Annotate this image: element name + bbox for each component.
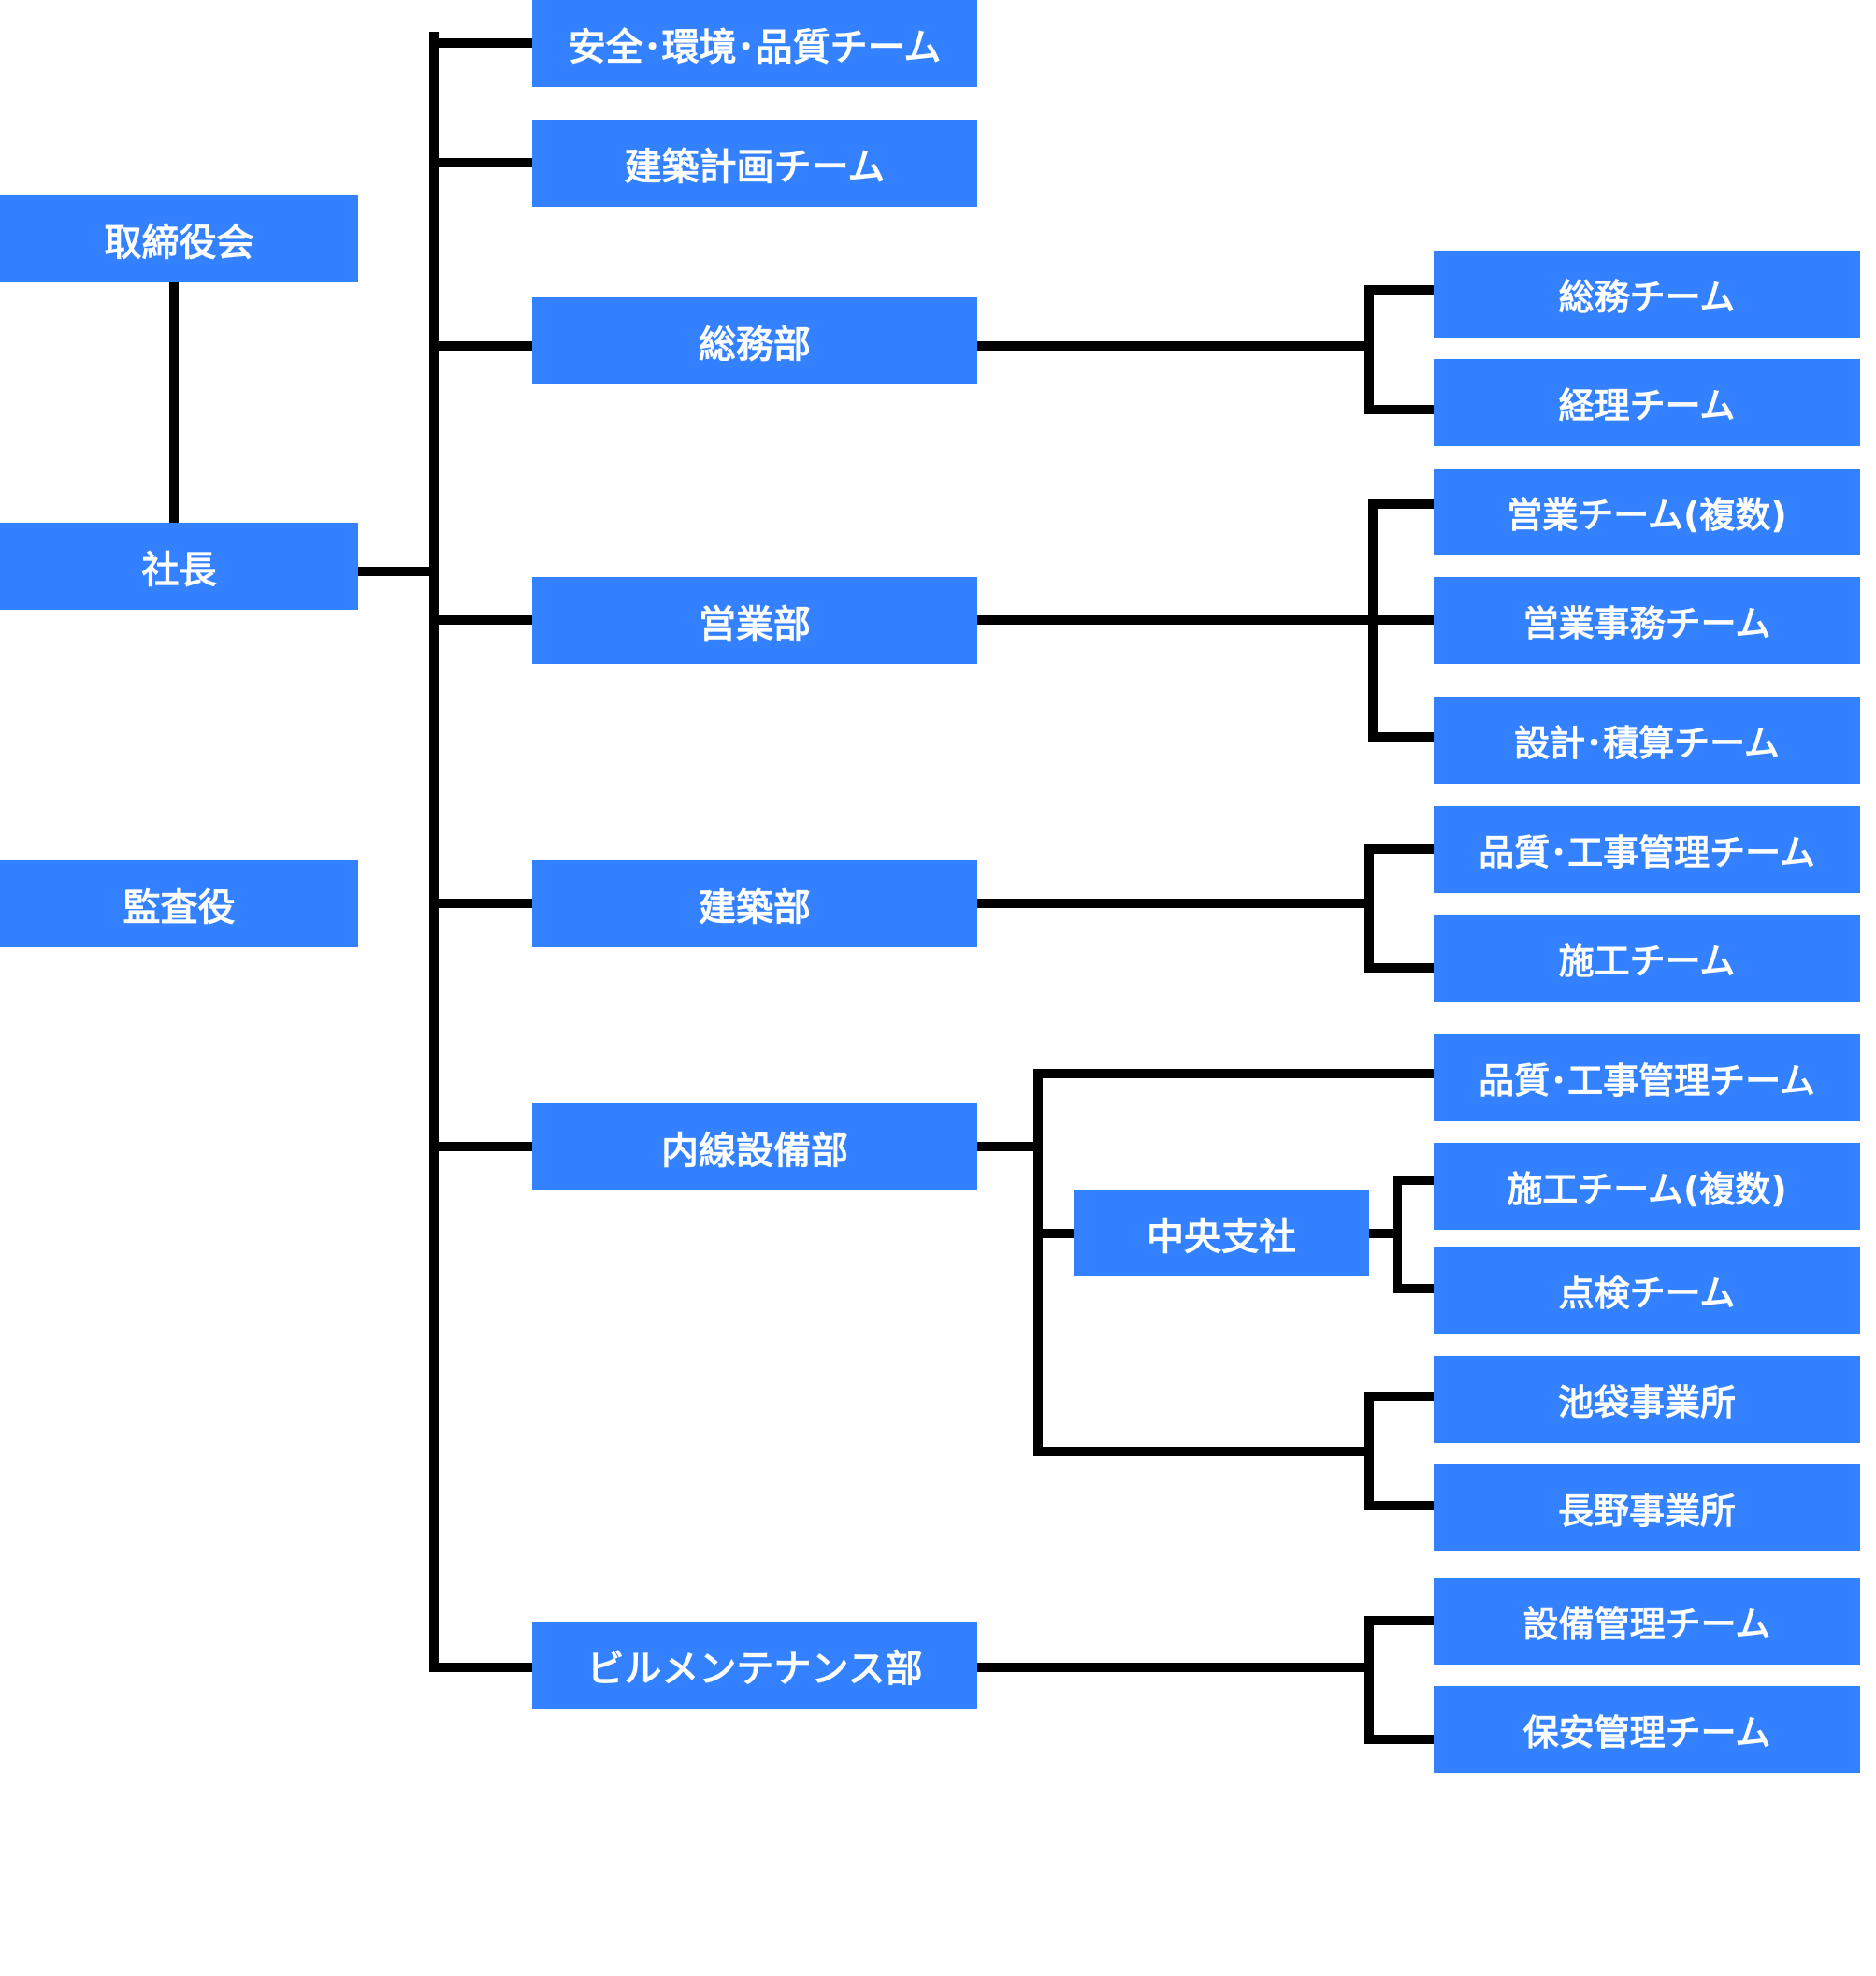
sales-dept-label: 営業部 <box>699 602 811 646</box>
general-affairs-team-label: 総務チーム <box>1558 277 1736 318</box>
nagano-office-label: 長野事業所 <box>1557 1491 1736 1532</box>
security-management-team-label: 保安管理チーム <box>1522 1712 1771 1753</box>
safety-quality-team-label: 安全･環境･品質チーム <box>568 25 942 69</box>
sales-teams-box: 営業チーム(複数) <box>1434 469 1860 555</box>
general-affairs-dept-box: 総務部 <box>532 297 977 384</box>
construction-dept-label: 建築部 <box>699 886 811 930</box>
electrical-works-teams-label: 施工チーム(複数) <box>1507 1169 1787 1210</box>
general-affairs-team-box: 総務チーム <box>1434 251 1860 338</box>
board-of-directors-label: 取締役会 <box>104 221 254 265</box>
board-of-directors-box: 取締役会 <box>0 195 358 282</box>
sales-teams-label: 営業チーム(複数) <box>1507 495 1787 536</box>
construction-works-team-box: 施工チーム <box>1434 915 1860 1002</box>
sales-admin-team-box: 営業事務チーム <box>1434 577 1860 664</box>
security-management-team-box: 保安管理チーム <box>1434 1686 1860 1773</box>
general-affairs-dept-label: 総務部 <box>699 323 811 367</box>
sales-dept-box: 営業部 <box>532 577 977 664</box>
president-label: 社長 <box>141 548 217 592</box>
construction-dept-box: 建築部 <box>532 860 977 947</box>
electrical-equipment-dept-box: 内線設備部 <box>532 1103 977 1190</box>
facility-management-team-label: 設備管理チーム <box>1522 1604 1771 1645</box>
sales-admin-team-label: 営業事務チーム <box>1522 603 1771 644</box>
inspection-team-label: 点検チーム <box>1558 1273 1736 1314</box>
inspection-team-box: 点検チーム <box>1434 1247 1860 1334</box>
electrical-works-teams-box: 施工チーム(複数) <box>1434 1143 1860 1230</box>
nagano-office-box: 長野事業所 <box>1434 1464 1860 1551</box>
accounting-team-box: 経理チーム <box>1434 359 1860 446</box>
central-branch-label: 中央支社 <box>1147 1215 1296 1259</box>
accounting-team-label: 経理チーム <box>1558 385 1736 426</box>
ikebukuro-office-box: 池袋事業所 <box>1434 1356 1860 1443</box>
building-planning-team-box: 建築計画チーム <box>532 120 977 207</box>
facility-management-team-box: 設備管理チーム <box>1434 1578 1860 1665</box>
construction-quality-team-box: 品質･工事管理チーム <box>1434 806 1860 893</box>
electrical-equipment-dept-label: 内線設備部 <box>661 1129 848 1173</box>
design-estimate-team-label: 設計･積算チーム <box>1514 723 1780 764</box>
safety-quality-team-box: 安全･環境･品質チーム <box>532 0 977 87</box>
construction-quality-team-label: 品質･工事管理チーム <box>1479 832 1815 873</box>
electrical-quality-team-label: 品質･工事管理チーム <box>1479 1060 1815 1102</box>
construction-works-team-label: 施工チーム <box>1558 941 1736 982</box>
building-planning-team-label: 建築計画チーム <box>624 145 886 189</box>
auditor-box: 監査役 <box>0 860 358 947</box>
president-box: 社長 <box>0 523 358 610</box>
electrical-quality-team-box: 品質･工事管理チーム <box>1434 1034 1860 1121</box>
design-estimate-team-box: 設計･積算チーム <box>1434 697 1860 784</box>
building-maintenance-dept-box: ビルメンテナンス部 <box>532 1622 977 1709</box>
central-branch-box: 中央支社 <box>1074 1190 1369 1276</box>
building-maintenance-dept-label: ビルメンテナンス部 <box>586 1647 923 1691</box>
auditor-label: 監査役 <box>123 886 236 930</box>
ikebukuro-office-label: 池袋事業所 <box>1557 1382 1736 1423</box>
